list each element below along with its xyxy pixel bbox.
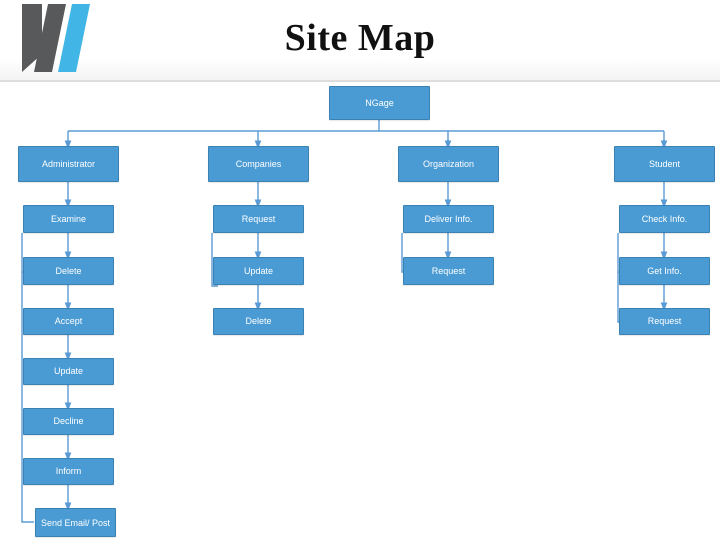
node-label: Get Info.: [647, 265, 682, 276]
node-label: Update: [243, 265, 274, 276]
node-label: Update: [53, 366, 84, 376]
node-administrator-send-email-post[interactable]: Send Email/ Post: [35, 508, 116, 537]
page-title: Site Map: [284, 17, 436, 59]
node-label: Deliver Info.: [424, 213, 473, 224]
node-administrator-decline[interactable]: Decline: [23, 408, 114, 435]
node-student-request[interactable]: Request: [619, 308, 710, 335]
node-branch-administrator[interactable]: Administrator: [18, 146, 119, 182]
node-student-check-info[interactable]: Check Info.: [619, 205, 710, 233]
node-label: Examine: [50, 213, 86, 224]
node-label: Organization: [422, 158, 475, 169]
node-organization-deliver-info[interactable]: Deliver Info.: [403, 205, 494, 233]
connector-lines: [21, 120, 668, 523]
node-organization-request[interactable]: Request: [403, 257, 494, 285]
node-administrator-inform[interactable]: Inform: [23, 458, 114, 485]
node-branch-organization[interactable]: Organization: [398, 146, 499, 182]
node-administrator-accept[interactable]: Accept: [23, 308, 114, 335]
node-administrator-examine[interactable]: Examine: [23, 205, 114, 233]
node-label: Inform: [55, 466, 82, 476]
node-label: Companies: [235, 158, 282, 169]
node-label: Request: [241, 213, 276, 224]
node-branch-companies[interactable]: Companies: [208, 146, 309, 182]
node-label: Decline: [53, 416, 84, 426]
node-label: Delete: [55, 265, 82, 276]
node-administrator-delete[interactable]: Delete: [23, 257, 114, 285]
node-label: Send Email/ Post: [40, 517, 111, 528]
node-label: Accept: [54, 316, 83, 326]
logo-decoration: [22, 4, 90, 72]
node-student-get-info[interactable]: Get Info.: [619, 257, 710, 285]
page-header: Site Map: [0, 0, 720, 82]
node-label: NGage: [365, 97, 394, 108]
title-divider: [0, 80, 720, 82]
node-label: Request: [431, 265, 466, 276]
node-companies-delete[interactable]: Delete: [213, 308, 304, 335]
node-label: Request: [647, 316, 682, 326]
node-label: Check Info.: [641, 213, 688, 224]
node-companies-request[interactable]: Request: [213, 205, 304, 233]
node-companies-update[interactable]: Update: [213, 257, 304, 285]
node-label: Student: [648, 158, 681, 169]
node-branch-student[interactable]: Student: [614, 146, 715, 182]
node-administrator-update[interactable]: Update: [23, 358, 114, 385]
node-label: Administrator: [41, 158, 95, 169]
node-label: Delete: [245, 316, 272, 326]
node-root[interactable]: NGage: [329, 86, 430, 120]
site-map-diagram: NGage Administrator Examine Delete Accep…: [0, 82, 720, 540]
